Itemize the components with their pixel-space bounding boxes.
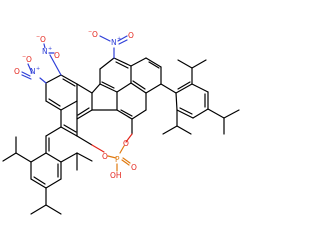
nitro-top-o-minus-charge: − [88, 29, 92, 35]
atom-labels: O − N + O O − N + O O − N + O O O P OH O [14, 29, 137, 180]
right-aryl-bonds [160, 59, 240, 135]
nitro-top-o-label: O [128, 31, 134, 40]
nitro-left-o-label: O [14, 67, 20, 76]
chemical-structure-diagram: O − N + O O − N + O O − N + O O O P OH O [2, 29, 240, 215]
phosphorus-label: P [115, 155, 120, 164]
ring-o-left-label: O [102, 152, 108, 161]
ring-o-right-label: O [123, 139, 129, 148]
nitro-mid-n-label: N [42, 47, 48, 56]
nitro-mid-o-minus-charge: − [36, 34, 40, 40]
nitro-mid-o-label: O [54, 51, 60, 60]
nitro-left-n-charge: + [36, 66, 40, 72]
lower-naphthalene-bonds [45, 74, 118, 137]
phosphate-ring-bonds [76, 118, 133, 172]
hydroxyl-label: OH [110, 171, 122, 180]
nitro-top-n-label: N [111, 38, 117, 47]
left-aryl-bonds [2, 126, 93, 215]
nitro-top-n-charge: + [117, 36, 121, 42]
phosphoryl-o-label: O [131, 163, 137, 172]
nitro-left-o-minus-charge: − [22, 54, 26, 60]
nitro-left-o-minus-label: O [26, 55, 32, 64]
nitro-mid-n-charge: + [48, 46, 52, 52]
nitro-mid-o-minus-label: O [40, 35, 46, 44]
nitro-left-n-label: N [30, 67, 36, 76]
nitro-bonds [21, 35, 128, 84]
nitro-mid-bonds [43, 43, 62, 76]
upper-naphthalene-bonds [99, 57, 162, 120]
nitro-top-o-minus-label: O [92, 30, 98, 39]
